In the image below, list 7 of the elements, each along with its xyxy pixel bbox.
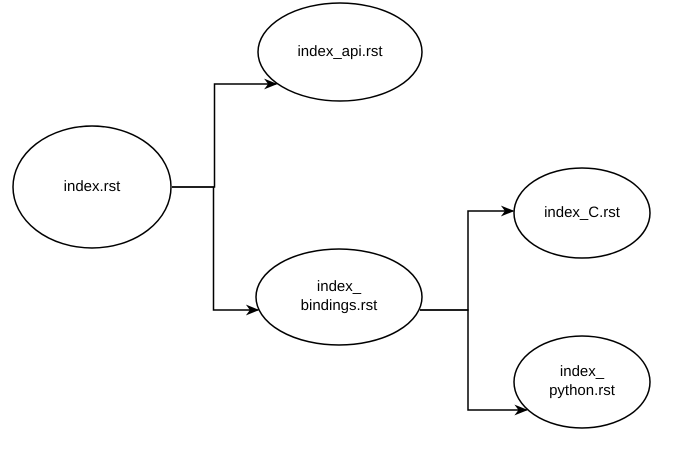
node-label: index_ bindings.rst xyxy=(300,278,378,316)
arrow xyxy=(420,309,528,416)
node-label: index_api.rst xyxy=(297,42,383,62)
node-label: index.rst xyxy=(64,178,120,196)
node-label: index_ python.rst xyxy=(548,363,616,401)
arrow xyxy=(172,186,260,316)
node-label: index_C.rst xyxy=(544,204,620,222)
